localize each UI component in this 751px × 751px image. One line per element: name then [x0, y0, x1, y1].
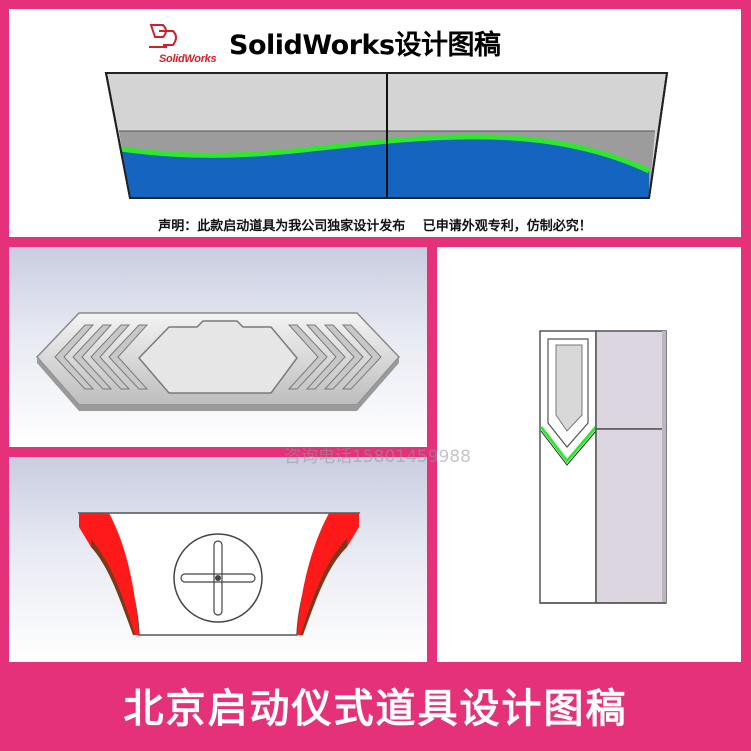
page-title: SolidWorks设计图稿 [229, 30, 501, 61]
patent-statement: 声明：此款启动道具为我公司独家设计发布 已申请外观专利，仿制必究！ [158, 219, 592, 234]
side-view-panel [9, 457, 427, 662]
top-view-panel: SolidWorks SolidWorks设计图稿 声明：此款启动道具为我公司独… [9, 9, 741, 237]
logo-text: SolidWorks [159, 53, 217, 65]
top-view-panel-prop [9, 247, 427, 447]
footer-title: 北京启动仪式道具设计图稿 [123, 686, 628, 732]
prop-side-view-drawing [77, 512, 361, 636]
contact-watermark: 咨询电话15801459988 [284, 447, 471, 467]
section-view-panel [437, 247, 741, 662]
prop-section-view-drawing [539, 330, 667, 604]
solidworks-logo: SolidWorks [145, 21, 225, 71]
prop-top-view-drawing [35, 312, 401, 411]
front-view-drawing [104, 72, 669, 199]
ds-logo-icon [149, 24, 177, 48]
